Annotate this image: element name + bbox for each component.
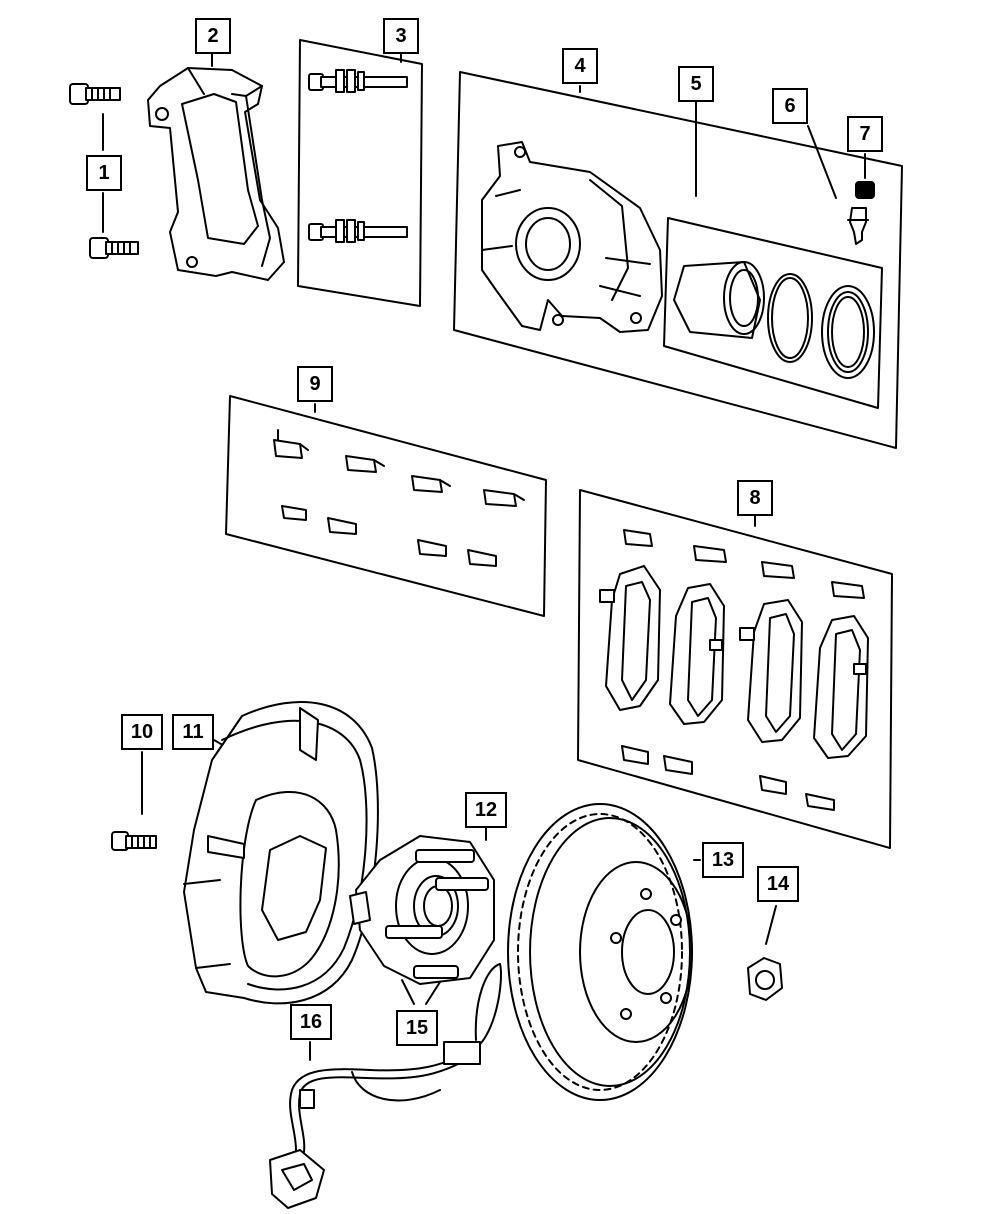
callout-4: 4: [562, 48, 598, 84]
callout-13: 13: [702, 842, 744, 878]
callout-6: 6: [772, 88, 808, 124]
callout-7: 7: [847, 116, 883, 152]
part-8-brake-pads: [577, 489, 893, 849]
callout-15: 15: [396, 1010, 438, 1046]
bolt-lower: [89, 237, 139, 259]
part-12-hub-bearing: [349, 827, 495, 985]
pad-4: [813, 615, 869, 759]
callout-11: 11: [172, 714, 214, 750]
part-7-bleeder-cap: [855, 153, 875, 199]
part-6-bleeder-screw: [807, 125, 869, 245]
part-9-pad-clips: [225, 395, 547, 617]
pad-1: [599, 565, 661, 711]
pad-3: [739, 599, 803, 743]
pad-2: [669, 583, 725, 725]
callout-16: 16: [290, 1004, 332, 1040]
callout-3: 3: [383, 18, 419, 54]
callout-1: 1: [86, 155, 122, 191]
seal-ring: [767, 273, 813, 363]
part-15-leaders: [401, 979, 441, 1005]
piston: [673, 261, 765, 339]
part-5-piston-seal-kit: [663, 101, 883, 409]
boot: [821, 285, 875, 379]
callout-12: 12: [465, 792, 507, 828]
part-13-rotor: [507, 803, 701, 1101]
part-2-caliper-bracket: [147, 53, 285, 281]
part-10-bolt: [111, 751, 157, 851]
callout-8: 8: [737, 480, 773, 516]
part-1-bolts: [69, 83, 139, 259]
part-3-guide-pins: [297, 39, 423, 307]
part-14-nut: [747, 905, 783, 1001]
bolt-upper: [69, 83, 121, 105]
callout-10: 10: [121, 714, 163, 750]
part-16-wheel-speed-sensor: [269, 963, 502, 1209]
lug-holes: [610, 888, 682, 1020]
callout-9: 9: [297, 366, 333, 402]
caliper-housing: [481, 141, 663, 333]
callout-14: 14: [757, 866, 799, 902]
part-4-caliper-assembly: [453, 71, 903, 449]
callout-5: 5: [678, 66, 714, 102]
wheel-studs: [385, 849, 489, 979]
callout-2: 2: [195, 18, 231, 54]
